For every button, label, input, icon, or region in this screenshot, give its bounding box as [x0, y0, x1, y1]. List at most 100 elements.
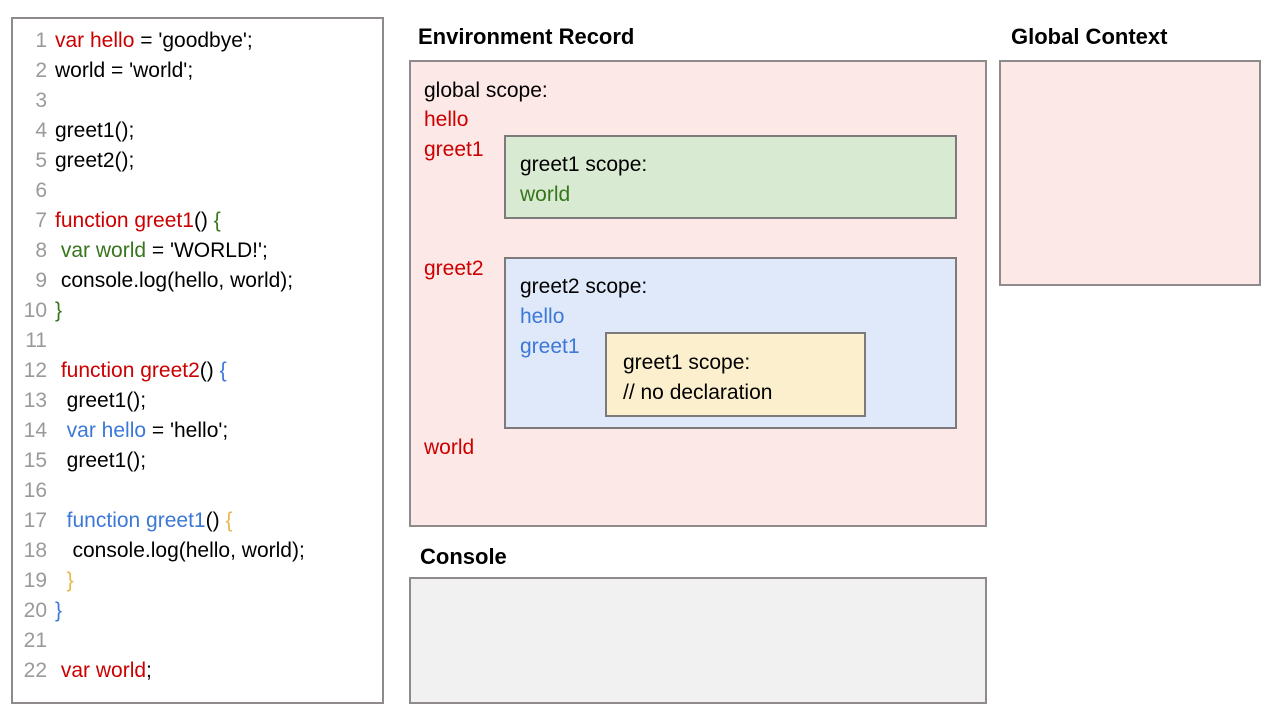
greet2-scope-box: greet2 scope: hello greet1 greet1 scope:…: [504, 257, 957, 429]
code-token: (): [199, 359, 220, 382]
code-token: [55, 569, 67, 592]
code-line: 19 }: [19, 569, 380, 599]
code-line: 3: [19, 89, 380, 119]
greet2-scope-heading: greet2 scope:: [520, 275, 648, 298]
line-content: function greet1() {: [55, 209, 221, 233]
code-line: 11: [19, 329, 380, 359]
code-editor-panel: 1 var hello = 'goodbye'; 2 world = 'world';…: [11, 17, 384, 704]
code-token: greet2();: [55, 149, 135, 172]
code-token: = 'WORLD!';: [146, 239, 268, 262]
global-var-world: world: [424, 436, 475, 459]
code-token: var hello: [55, 29, 135, 52]
code-token: }: [66, 569, 74, 592]
code-line: 5 greet2();: [19, 149, 380, 179]
code-token: = 'hello';: [146, 419, 229, 442]
global-var-greet1: greet1: [424, 138, 484, 161]
global-var-greet2: greet2: [424, 257, 484, 280]
code-token: ;: [146, 659, 152, 682]
line-number: 8: [35, 239, 47, 262]
line-content: }: [55, 569, 74, 593]
line-number: 3: [35, 89, 47, 112]
code-token: greet1();: [55, 119, 135, 142]
greet1-nested-scope-box: greet1 scope: // no declaration: [605, 332, 866, 417]
code-line: 15 greet1();: [19, 449, 380, 479]
line-number: 11: [25, 329, 47, 352]
line-number: 21: [23, 629, 47, 652]
line-number: 19: [23, 569, 47, 592]
code-token: }: [55, 299, 63, 322]
code-line: 14 var hello = 'hello';: [19, 419, 380, 449]
global-context-title: Global Context: [1011, 24, 1168, 49]
code-line: 1 var hello = 'goodbye';: [19, 29, 380, 59]
code-line: 10}: [19, 299, 380, 329]
line-number: 14: [23, 419, 47, 442]
code-line: 6: [19, 179, 380, 209]
code-token: [55, 419, 67, 442]
code-token: (): [205, 509, 226, 532]
line-content: greet1();: [55, 449, 146, 473]
code-token: console.log(hello, world);: [55, 269, 294, 292]
code-token: [55, 509, 67, 532]
code-line: 13 greet1();: [19, 389, 380, 419]
line-number: 18: [23, 539, 47, 562]
code-token: {: [213, 209, 221, 232]
console-output-panel: [409, 577, 987, 704]
code-line: 20}: [19, 599, 380, 629]
line-content: world = 'world';: [55, 59, 193, 83]
line-number: 5: [35, 149, 47, 172]
code-line-list: 1 var hello = 'goodbye'; 2 world = 'world';…: [19, 29, 380, 689]
code-token: function greet1: [66, 509, 206, 532]
global-context-panel: [999, 60, 1261, 286]
line-content: var hello = 'goodbye';: [55, 29, 253, 53]
code-line: 12 function greet2() {: [19, 359, 380, 389]
line-number: 2: [35, 59, 47, 82]
code-line: 21: [19, 629, 380, 659]
code-line: 16: [19, 479, 380, 509]
environment-record-title: Environment Record: [418, 24, 635, 49]
code-token: console.log(hello, world);: [55, 539, 305, 562]
line-number: 20: [23, 599, 47, 622]
line-number: 10: [23, 299, 47, 322]
line-content: function greet1() {: [55, 509, 233, 533]
line-content: greet2();: [55, 149, 134, 173]
code-token: greet1();: [55, 389, 147, 412]
code-token: world = 'world';: [55, 59, 194, 82]
code-line: 17 function greet1() {: [19, 509, 380, 539]
greet2-scope-var-hello: hello: [520, 305, 565, 328]
line-content: greet1();: [55, 389, 146, 413]
line-content: function greet2() {: [55, 359, 227, 383]
line-number: 16: [23, 479, 47, 502]
line-number: 6: [35, 179, 47, 202]
line-number: 7: [35, 209, 47, 232]
line-number: 13: [23, 389, 47, 412]
code-token: = 'goodbye';: [134, 29, 253, 52]
line-content: console.log(hello, world);: [55, 539, 305, 563]
code-token: (): [193, 209, 214, 232]
line-number: 9: [35, 269, 47, 292]
line-content: var world;: [55, 659, 152, 683]
line-content: console.log(hello, world);: [55, 269, 293, 293]
greet1-scope-var-world: world: [520, 183, 571, 206]
code-token: var world: [60, 659, 147, 682]
global-scope-label: global scope:: [424, 79, 548, 102]
line-number: 15: [23, 449, 47, 472]
environment-record-panel: global scope: hello greet1 greet2 world …: [409, 60, 987, 527]
line-number: 1: [35, 29, 47, 52]
line-number: 12: [23, 359, 47, 382]
code-line: 2 world = 'world';: [19, 59, 380, 89]
line-content: }: [55, 599, 62, 623]
line-number: 4: [35, 119, 47, 142]
code-token: {: [225, 509, 233, 532]
code-token: greet1();: [55, 449, 147, 472]
line-content: greet1();: [55, 119, 134, 143]
code-token: var world: [60, 239, 147, 262]
code-token: var hello: [66, 419, 147, 442]
code-token: function greet2: [60, 359, 200, 382]
code-line: 8 var world = 'WORLD!';: [19, 239, 380, 269]
line-content: var world = 'WORLD!';: [55, 239, 268, 263]
code-line: 9 console.log(hello, world);: [19, 269, 380, 299]
code-line: 18 console.log(hello, world);: [19, 539, 380, 569]
greet1-nested-scope-heading: greet1 scope:: [623, 351, 751, 374]
console-title: Console: [420, 544, 507, 569]
code-token: function greet1: [55, 209, 194, 232]
